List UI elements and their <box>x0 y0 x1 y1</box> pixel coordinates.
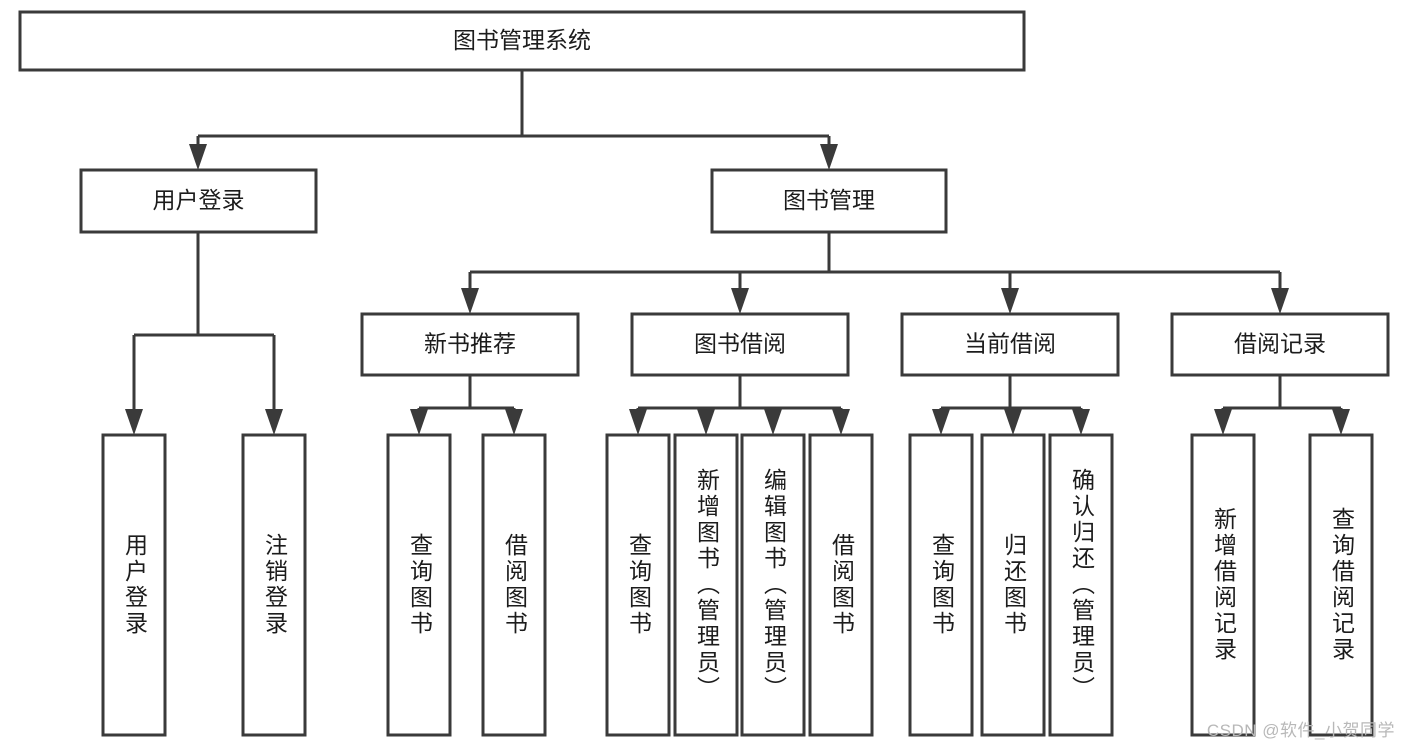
arrow-head-icon <box>1332 409 1350 435</box>
node-leaf-7[interactable] <box>808 433 874 737</box>
node-level2-0[interactable] <box>79 168 318 234</box>
node-level3-label-3: 借阅记录 <box>1234 331 1326 357</box>
arrow-head-icon <box>1004 409 1022 435</box>
arrow-head-icon <box>731 288 749 314</box>
watermark: CSDN @软件_小贺同学 <box>1206 721 1395 740</box>
arrow-head-icon <box>505 409 523 435</box>
node-level3-0[interactable] <box>360 312 580 377</box>
arrow-head-icon <box>1214 409 1232 435</box>
node-level3-3[interactable] <box>1170 312 1390 377</box>
node-leaf-11[interactable] <box>1190 433 1256 737</box>
connector-layer <box>125 70 1350 435</box>
arrow-head-icon <box>697 409 715 435</box>
node-leaf-4[interactable] <box>605 433 671 737</box>
arrow-head-icon <box>265 409 283 435</box>
node-level2-label-0: 用户登录 <box>153 187 245 213</box>
arrow-head-icon <box>629 409 647 435</box>
arrow-head-icon <box>461 288 479 314</box>
arrow-head-icon <box>820 144 838 170</box>
arrow-head-icon <box>189 144 207 170</box>
node-level3-2[interactable] <box>900 312 1120 377</box>
node-leaf-2[interactable] <box>386 433 452 737</box>
node-level2-1[interactable] <box>710 168 948 234</box>
node-leaf-9[interactable] <box>980 433 1046 737</box>
node-leaf-6[interactable] <box>740 433 806 737</box>
node-leaf-3[interactable] <box>481 433 547 737</box>
arrow-head-icon <box>764 409 782 435</box>
node-root-label: 图书管理系统 <box>453 27 591 53</box>
node-root[interactable] <box>18 10 1026 72</box>
node-leaf-12[interactable] <box>1308 433 1374 737</box>
arrow-head-icon <box>1001 288 1019 314</box>
arrow-head-icon <box>932 409 950 435</box>
node-level3-label-0: 新书推荐 <box>424 331 516 357</box>
node-leaf-10[interactable] <box>1048 433 1114 737</box>
arrow-head-icon <box>410 409 428 435</box>
node-level2-label-1: 图书管理 <box>783 187 875 213</box>
arrow-head-icon <box>1072 409 1090 435</box>
node-leaf-5[interactable] <box>673 433 739 737</box>
node-leaf-0[interactable] <box>101 433 167 737</box>
node-leaf-1[interactable] <box>241 433 307 737</box>
arrow-head-icon <box>125 409 143 435</box>
node-leaf-8[interactable] <box>908 433 974 737</box>
box-layer <box>18 10 1390 737</box>
arrow-head-icon <box>832 409 850 435</box>
arrow-head-icon <box>1271 288 1289 314</box>
node-level3-1[interactable] <box>630 312 850 377</box>
node-level3-label-1: 图书借阅 <box>694 331 786 357</box>
node-level3-label-2: 当前借阅 <box>964 331 1056 357</box>
